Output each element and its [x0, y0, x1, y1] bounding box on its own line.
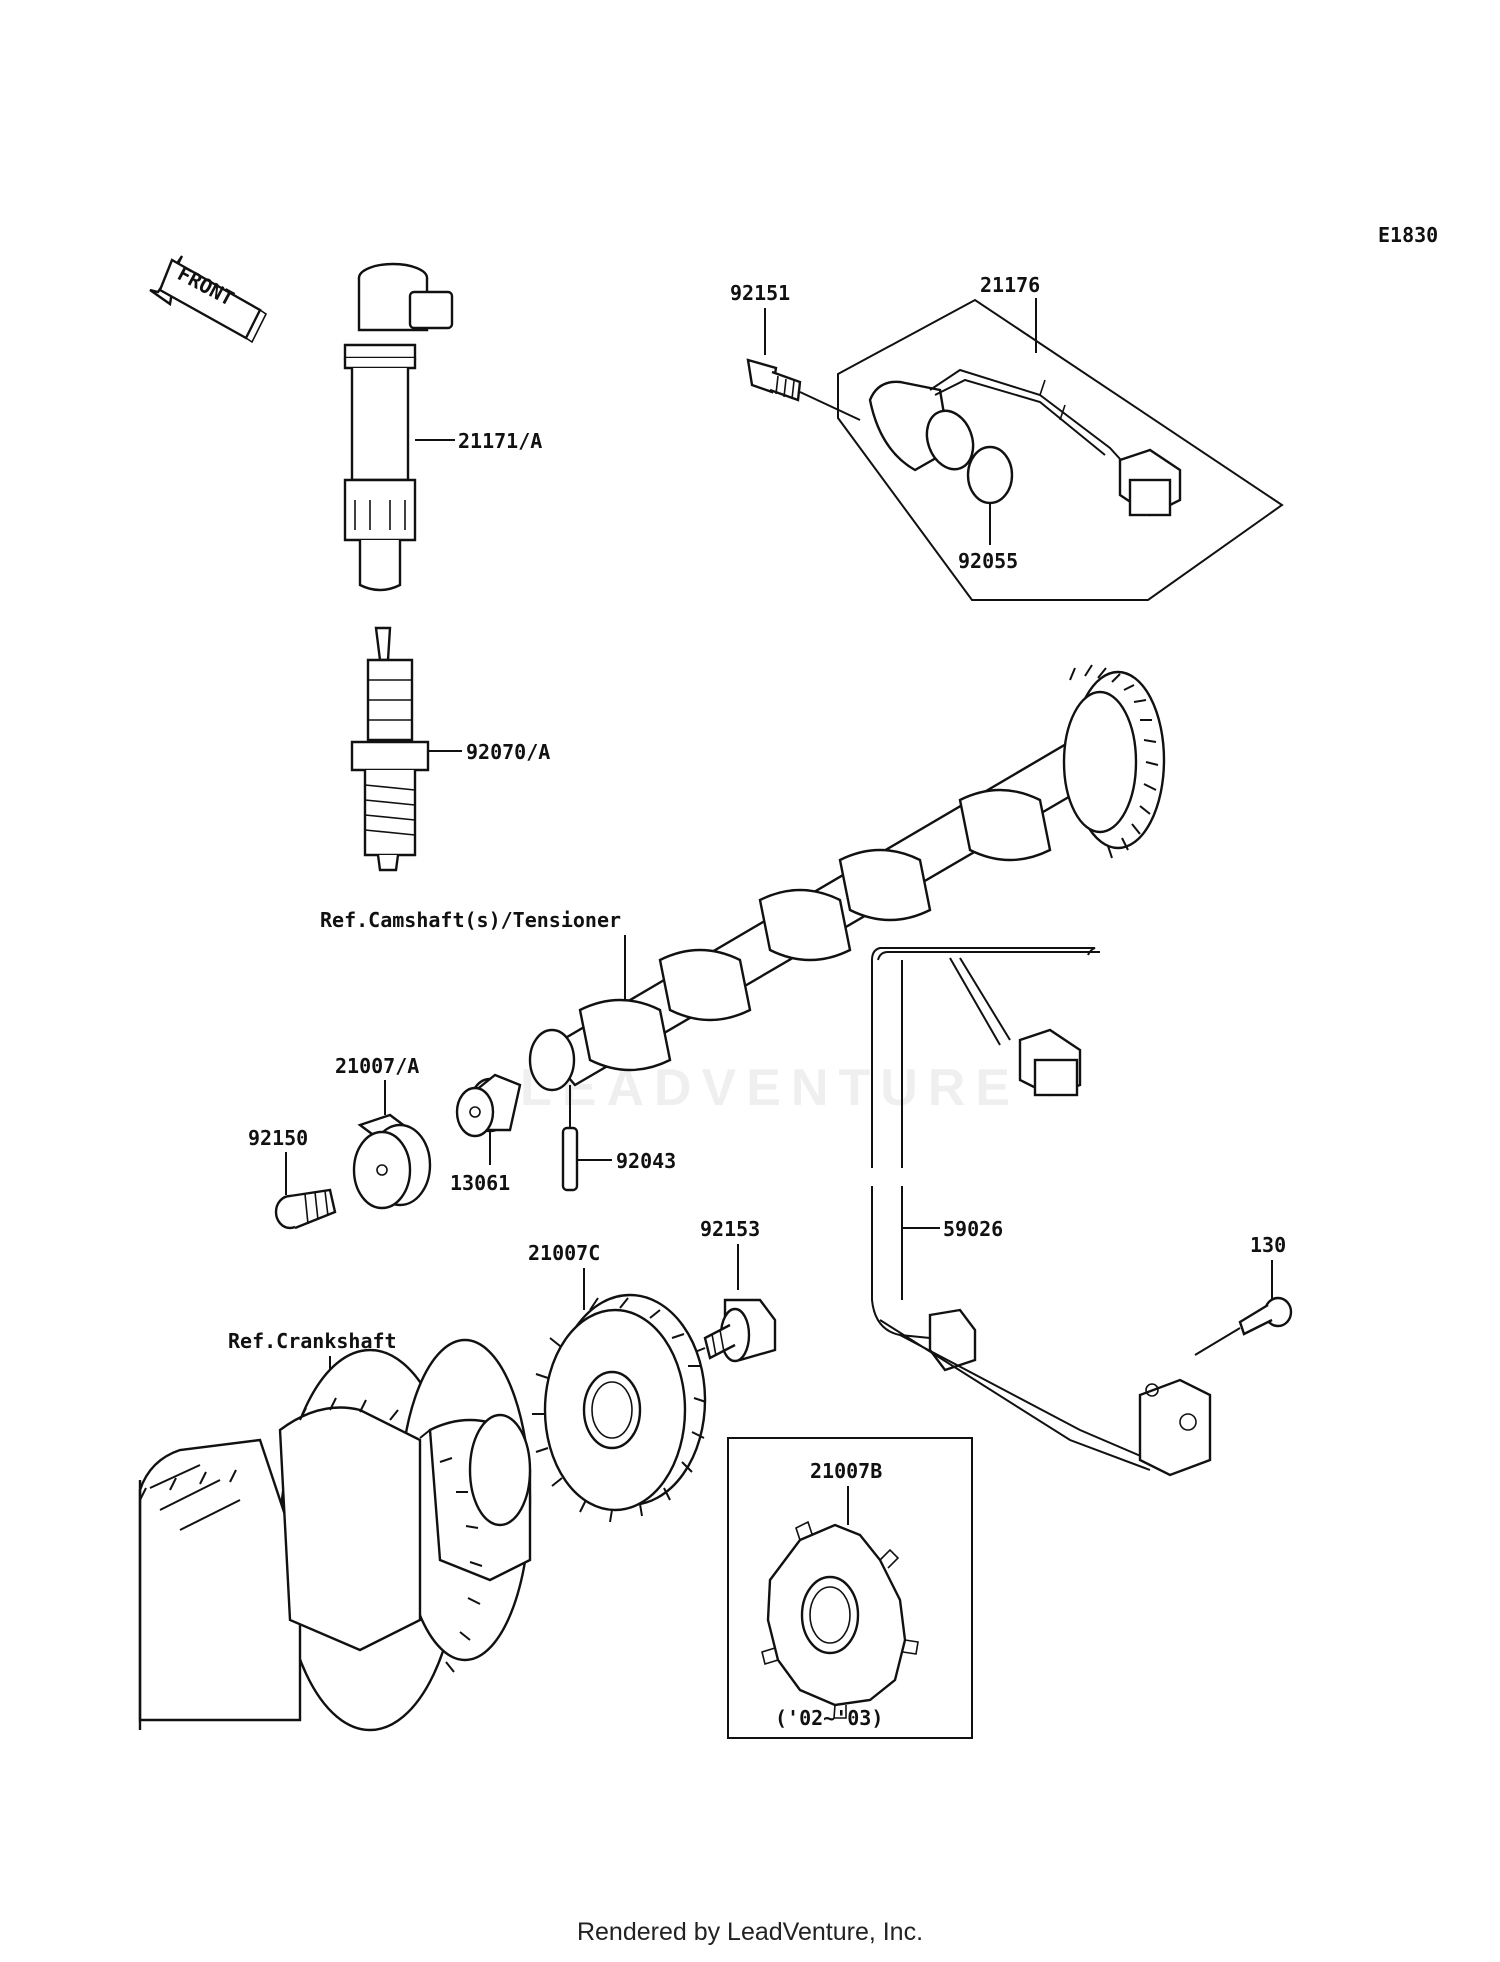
- bolt-92153: [703, 1298, 777, 1363]
- callout-ref-camshaft: Ref.Camshaft(s)/Tensioner: [320, 908, 621, 932]
- callout-92043: 92043: [616, 1149, 676, 1173]
- inset-21007B: [727, 1437, 973, 1739]
- bolt-130-path: [1194, 1327, 1241, 1356]
- callout-92055: 92055: [958, 549, 1018, 573]
- ignition-coil: [343, 262, 454, 592]
- callout-21007C: 21007C: [528, 1241, 600, 1265]
- callout-21007A: 21007/A: [335, 1054, 419, 1078]
- leader-bolt-path: [799, 391, 861, 421]
- timing-rotor-21007A: [352, 1113, 432, 1210]
- camshaft: [528, 664, 1166, 1092]
- bolt-130: [1238, 1296, 1293, 1336]
- callout-92150: 92150: [248, 1126, 308, 1150]
- callout-21176: 21176: [980, 273, 1040, 297]
- timing-rotor-21007B: [761, 1520, 919, 1719]
- callout-21007B: 21007B: [810, 1459, 882, 1483]
- crankshaft: [138, 1338, 532, 1732]
- pin-92043: [561, 1126, 579, 1192]
- bolt-92151: [746, 358, 802, 402]
- diagram-code: E1830: [1378, 223, 1438, 247]
- kit-outline-21176: [837, 298, 1284, 601]
- callout-92070A: 92070/A: [466, 740, 550, 764]
- callout-92151: 92151: [730, 281, 790, 305]
- timing-rotor-21007C: [532, 1293, 707, 1523]
- callout-59026: 59026: [943, 1217, 1003, 1241]
- callout-130: 130: [1250, 1233, 1286, 1257]
- pickup-coil-harness: [871, 947, 1212, 1477]
- front-arrow-icon: FRONT: [149, 255, 268, 344]
- callout-13061: 13061: [450, 1171, 510, 1195]
- cam-position-sensor: [868, 368, 1182, 517]
- o-ring-92055: [966, 445, 1014, 505]
- harness-break: [868, 1168, 908, 1186]
- callout-21171A: 21171/A: [458, 429, 542, 453]
- callout-years: ('02~'03): [775, 1706, 883, 1730]
- callout-92153: 92153: [700, 1217, 760, 1241]
- bolt-92150: [274, 1188, 337, 1230]
- coupling-13061: [455, 1073, 522, 1138]
- footer-credit: Rendered by LeadVenture, Inc.: [576, 1918, 924, 1946]
- spark-plug: [350, 626, 430, 872]
